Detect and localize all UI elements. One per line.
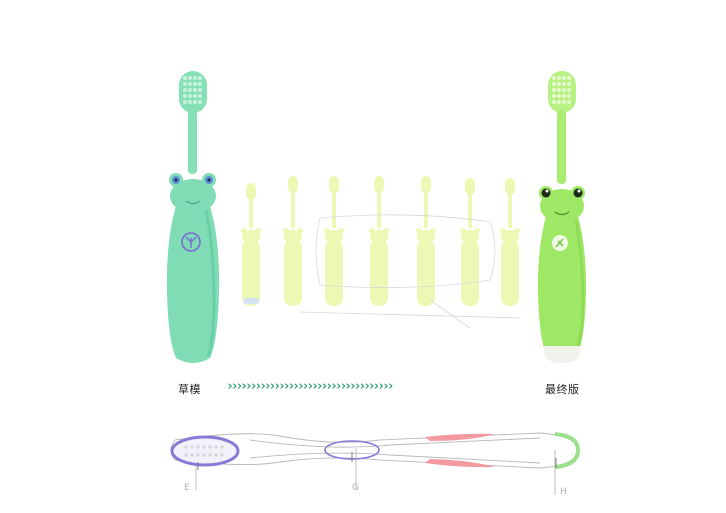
background-sketch-lines — [299, 214, 521, 329]
red-grip-top — [425, 433, 495, 441]
green-end-cap — [554, 432, 581, 469]
progress-arrows: ››››››››››››››››››››››››››››››››››› — [226, 379, 395, 394]
drawing-label-h: H — [560, 487, 567, 497]
iteration-5 — [416, 176, 436, 306]
iteration-1 — [241, 183, 261, 306]
final-version-label: 最终版 — [545, 383, 580, 396]
brush-head-outline — [170, 435, 240, 467]
tree-logo-icon — [181, 232, 201, 252]
logo-icon — [552, 235, 568, 251]
red-grip-bottom — [425, 459, 495, 468]
iteration-3 — [324, 176, 344, 306]
mockup-toothbrush — [166, 71, 220, 363]
iteration-4 — [369, 176, 389, 306]
final-toothbrush — [537, 71, 587, 363]
intermediate-toothbrushes — [241, 176, 520, 306]
iteration-2 — [283, 176, 303, 306]
iteration-6 — [460, 178, 480, 306]
mockup-label: 草模 — [178, 383, 201, 396]
drawing-label-e: E — [184, 483, 190, 493]
iteration-7 — [500, 178, 520, 306]
drawing-label-g: G — [352, 483, 359, 493]
